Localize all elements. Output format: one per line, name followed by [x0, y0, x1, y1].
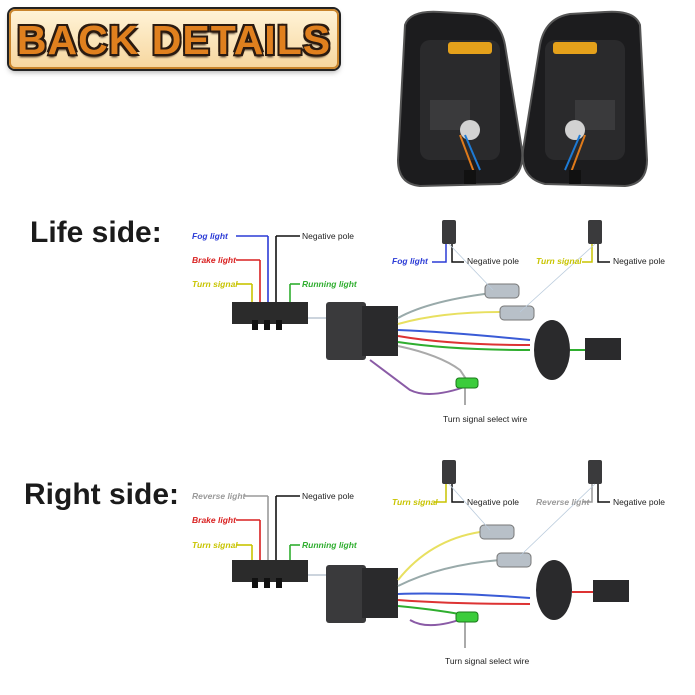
left-connector-pinout [232, 235, 336, 330]
left-plug-2 [519, 220, 610, 313]
back-details-banner: BACK DETAILS [9, 9, 339, 69]
right-harness [326, 524, 629, 648]
left-plug1-negative-label: Negative pole [467, 256, 519, 266]
right-plug2-label: Reverse light [536, 497, 590, 507]
right-brake-light-label: Brake light [192, 515, 236, 525]
left-plug1-label: Fog light [392, 256, 428, 266]
right-plug1-label: Turn signal [392, 497, 438, 507]
right-plug2-negative-label: Negative pole [613, 497, 665, 507]
right-negative-pole-label: Negative pole [302, 491, 354, 501]
left-plug2-label: Turn signal [536, 256, 582, 266]
right-turn-signal-label: Turn signal [192, 540, 238, 550]
left-side-title: Life side: [30, 216, 162, 249]
right-plug-1 [434, 460, 491, 531]
left-harness [326, 283, 621, 405]
left-plug2-negative-label: Negative pole [613, 256, 665, 266]
left-select-wire-label: Turn signal select wire [443, 414, 528, 424]
right-select-wire-label: Turn signal select wire [445, 656, 530, 666]
right-plug-2 [519, 460, 610, 557]
tail-light-photo-left [396, 10, 524, 188]
right-side-title: Right side: [24, 478, 179, 511]
left-brake-light-label: Brake light [192, 255, 236, 265]
right-plug1-negative-label: Negative pole [467, 497, 519, 507]
tail-light-photo-right [521, 10, 649, 188]
left-running-light-label: Running light [302, 279, 357, 289]
right-running-light-label: Running light [302, 540, 357, 550]
right-reverse-light-label: Reverse light [192, 491, 246, 501]
left-fog-light-label: Fog light [192, 231, 228, 241]
left-turn-signal-label: Turn signal [192, 279, 238, 289]
banner-title: BACK DETAILS [16, 17, 332, 63]
left-plug-1 [432, 220, 494, 291]
left-negative-pole-label: Negative pole [302, 231, 354, 241]
